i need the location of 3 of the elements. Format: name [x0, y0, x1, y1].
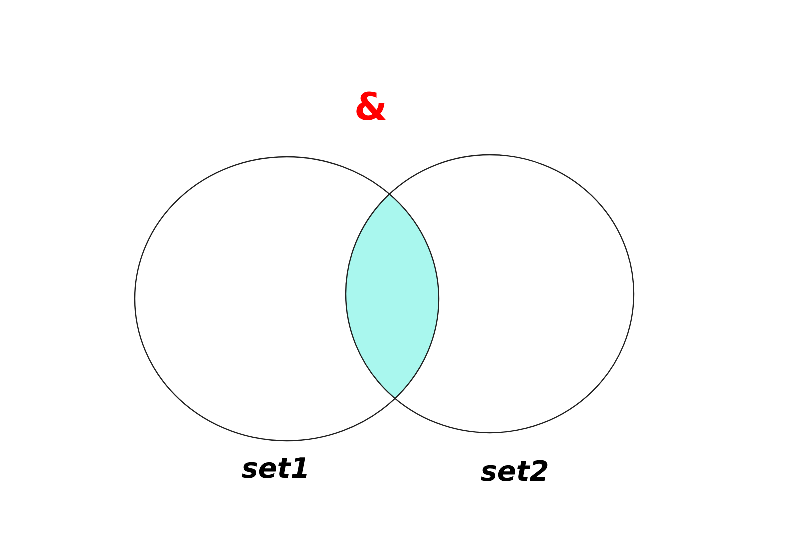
set-label: set1	[242, 453, 310, 485]
operator-label: &	[354, 86, 388, 128]
set-label: set2	[480, 456, 550, 488]
